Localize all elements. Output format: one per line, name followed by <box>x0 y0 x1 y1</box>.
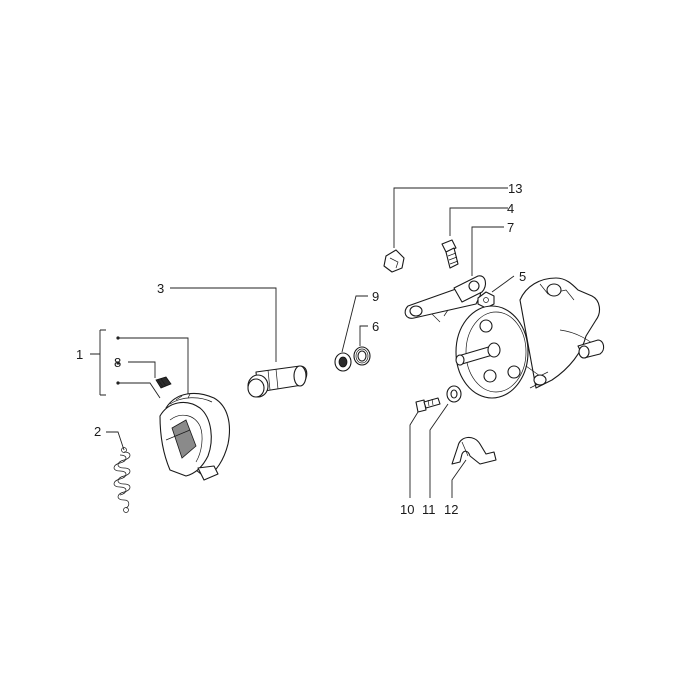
callout-11: 11 <box>422 502 436 517</box>
leader-lines <box>90 187 515 498</box>
callout-2: 2 <box>94 424 101 439</box>
seal-part-9 <box>334 352 352 372</box>
callout-1: 1 <box>76 347 83 362</box>
leader-3 <box>170 287 277 362</box>
callout-9: 9 <box>372 289 379 304</box>
washer-part-11 <box>446 385 462 403</box>
callout-labels: 1 2 3 4 5 6 7 8 9 10 11 12 13 <box>76 181 526 517</box>
leader-4 <box>449 207 508 236</box>
leader-13 <box>393 187 508 248</box>
leader-1-bracket <box>90 329 106 396</box>
callout-10: 10 <box>400 502 414 517</box>
callout-6: 6 <box>372 319 379 334</box>
callout-12: 12 <box>444 502 458 517</box>
clip-part-13 <box>383 249 405 273</box>
leader-1a <box>118 337 189 400</box>
leader-9 <box>341 295 368 353</box>
cam-shaft-part-3 <box>247 365 308 398</box>
leader-5 <box>491 275 515 293</box>
callout-8: 8 <box>114 355 121 370</box>
screw-part-10 <box>415 397 441 413</box>
bolt-part-4 <box>441 239 459 269</box>
leader-12 <box>451 459 467 498</box>
callout-3: 3 <box>157 281 164 296</box>
leader-7 <box>471 226 504 276</box>
nut-part-5 <box>477 291 495 309</box>
leader-2 <box>106 431 125 451</box>
callout-7: 7 <box>507 220 514 235</box>
spring-part-2 <box>113 447 131 513</box>
callout-5: 5 <box>519 269 526 284</box>
leader-8 <box>128 361 156 378</box>
leader-6 <box>359 325 368 346</box>
clamp-part-12 <box>451 436 497 465</box>
leader-10 <box>409 411 419 498</box>
washer-part-6 <box>353 346 371 366</box>
leader-11 <box>429 403 449 498</box>
callout-13: 13 <box>508 181 522 196</box>
backing-plate <box>455 277 605 399</box>
pad-block-part-8 <box>155 376 172 389</box>
leader-8-dot <box>116 361 120 365</box>
callout-4: 4 <box>507 201 514 216</box>
leader-1b <box>118 382 161 399</box>
brake-shoe-part-1 <box>159 392 231 481</box>
